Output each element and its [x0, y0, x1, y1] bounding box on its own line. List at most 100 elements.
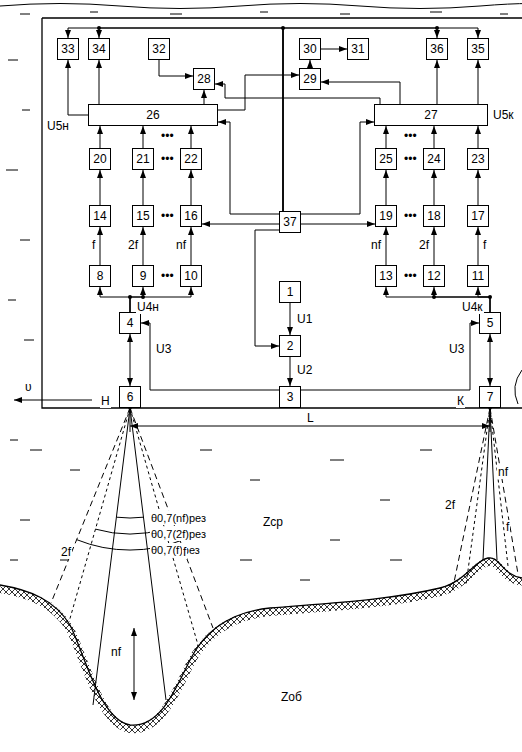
ellipsis-dots: ••• [403, 209, 418, 223]
signal-line [143, 170, 144, 205]
process-box: 28 [193, 68, 215, 90]
process-box: 33 [57, 38, 79, 60]
box-number: 30 [303, 42, 316, 56]
signal-name: U1 [296, 312, 313, 326]
process-box: 18 [423, 205, 445, 227]
box-number: 11 [472, 269, 484, 283]
process-box: 31 [347, 38, 369, 60]
beam-label: nf [497, 465, 509, 479]
process-box: 27 [374, 104, 488, 126]
signal-line [310, 60, 311, 68]
box-number: 3 [287, 390, 294, 404]
ellipsis-dots: ••• [403, 269, 418, 283]
signal-line [490, 334, 491, 386]
box-number: 1 [287, 285, 294, 299]
signal-line [290, 357, 291, 386]
signal-line [218, 75, 299, 110]
signal-line [100, 126, 101, 148]
box-number: 31 [351, 42, 364, 56]
box-number: 27 [424, 108, 437, 122]
process-box: 9 [132, 265, 154, 287]
box-number: 5 [487, 316, 494, 330]
signal-line [218, 122, 279, 214]
box-number: 32 [152, 42, 165, 56]
process-box: 36 [426, 38, 448, 60]
process-box: 11 [467, 265, 489, 287]
frequency-label: f [91, 238, 96, 252]
signal-line [301, 224, 375, 225]
signal-line [100, 170, 101, 205]
signal-name: U5к [492, 108, 515, 122]
frequency-label: nf [175, 238, 187, 252]
signal-name: U2 [296, 363, 313, 377]
box-number: 19 [379, 209, 392, 223]
process-box: 35 [467, 38, 489, 60]
process-box: 5 [479, 312, 501, 334]
process-box: 4 [119, 312, 141, 334]
ellipsis-dots: ••• [403, 152, 418, 166]
box-number: 12 [427, 269, 440, 283]
ellipsis-dots: ••• [403, 129, 418, 143]
beam-label: 2f [444, 498, 456, 512]
box-number: 21 [136, 152, 149, 166]
signal-line [386, 227, 387, 265]
angle-label: θ0,7(nf)рез [150, 511, 207, 525]
process-box: 6 [119, 386, 141, 408]
signal-name: U4к [461, 300, 484, 314]
process-box: 1 [279, 281, 301, 303]
process-box: 14 [89, 205, 111, 227]
box-number: 8 [97, 269, 104, 283]
bow-mark: Н [100, 394, 111, 408]
signal-line [68, 60, 88, 115]
angle-label: θ0,7(2f)рез [150, 527, 207, 541]
process-box: 13 [375, 265, 397, 287]
signal-line [478, 126, 479, 148]
box-number: 4 [127, 316, 134, 330]
depth-label: Zср [262, 515, 284, 529]
process-box: 21 [132, 148, 154, 170]
dimension-label: L [306, 411, 315, 425]
signal-line [301, 323, 479, 390]
process-box: 30 [299, 38, 321, 60]
signal-line [386, 126, 387, 148]
box-number: 13 [379, 269, 392, 283]
signal-line [478, 60, 479, 104]
beam-label: 2f [60, 545, 72, 559]
process-box: 12 [423, 265, 445, 287]
box-number: 34 [92, 42, 105, 56]
box-number: 16 [184, 209, 197, 223]
box-number: 29 [303, 72, 316, 86]
signal-line [321, 49, 347, 50]
box-number: 6 [127, 390, 134, 404]
signal-line [143, 227, 144, 265]
process-box: 22 [180, 148, 202, 170]
process-box: 2 [279, 335, 301, 357]
box-number: 36 [430, 42, 443, 56]
ellipsis-dots: ••• [160, 129, 175, 143]
box-number: 23 [471, 152, 484, 166]
signal-line [255, 230, 279, 346]
process-box: 23 [467, 148, 489, 170]
signal-name: U5н [46, 119, 70, 133]
box-number: 18 [427, 209, 440, 223]
ellipsis-dots: ••• [160, 152, 175, 166]
box-number: 10 [184, 269, 197, 283]
signal-line [100, 227, 101, 265]
signal-name: U4н [136, 300, 160, 314]
signal-line [99, 60, 100, 104]
box-number: 25 [379, 152, 392, 166]
process-box: 19 [375, 205, 397, 227]
beam-label: f [505, 520, 510, 534]
process-box: 34 [88, 38, 110, 60]
box-number: 22 [184, 152, 197, 166]
signal-line [437, 60, 438, 104]
process-box: 37 [279, 211, 301, 233]
process-box: 24 [423, 148, 445, 170]
signal-line [386, 170, 387, 205]
process-box: 29 [299, 68, 321, 90]
beam-label: f [182, 545, 187, 559]
box-number: 14 [93, 209, 106, 223]
ellipsis-dots: ••• [160, 269, 175, 283]
box-number: 15 [136, 209, 149, 223]
process-box: 20 [89, 148, 111, 170]
